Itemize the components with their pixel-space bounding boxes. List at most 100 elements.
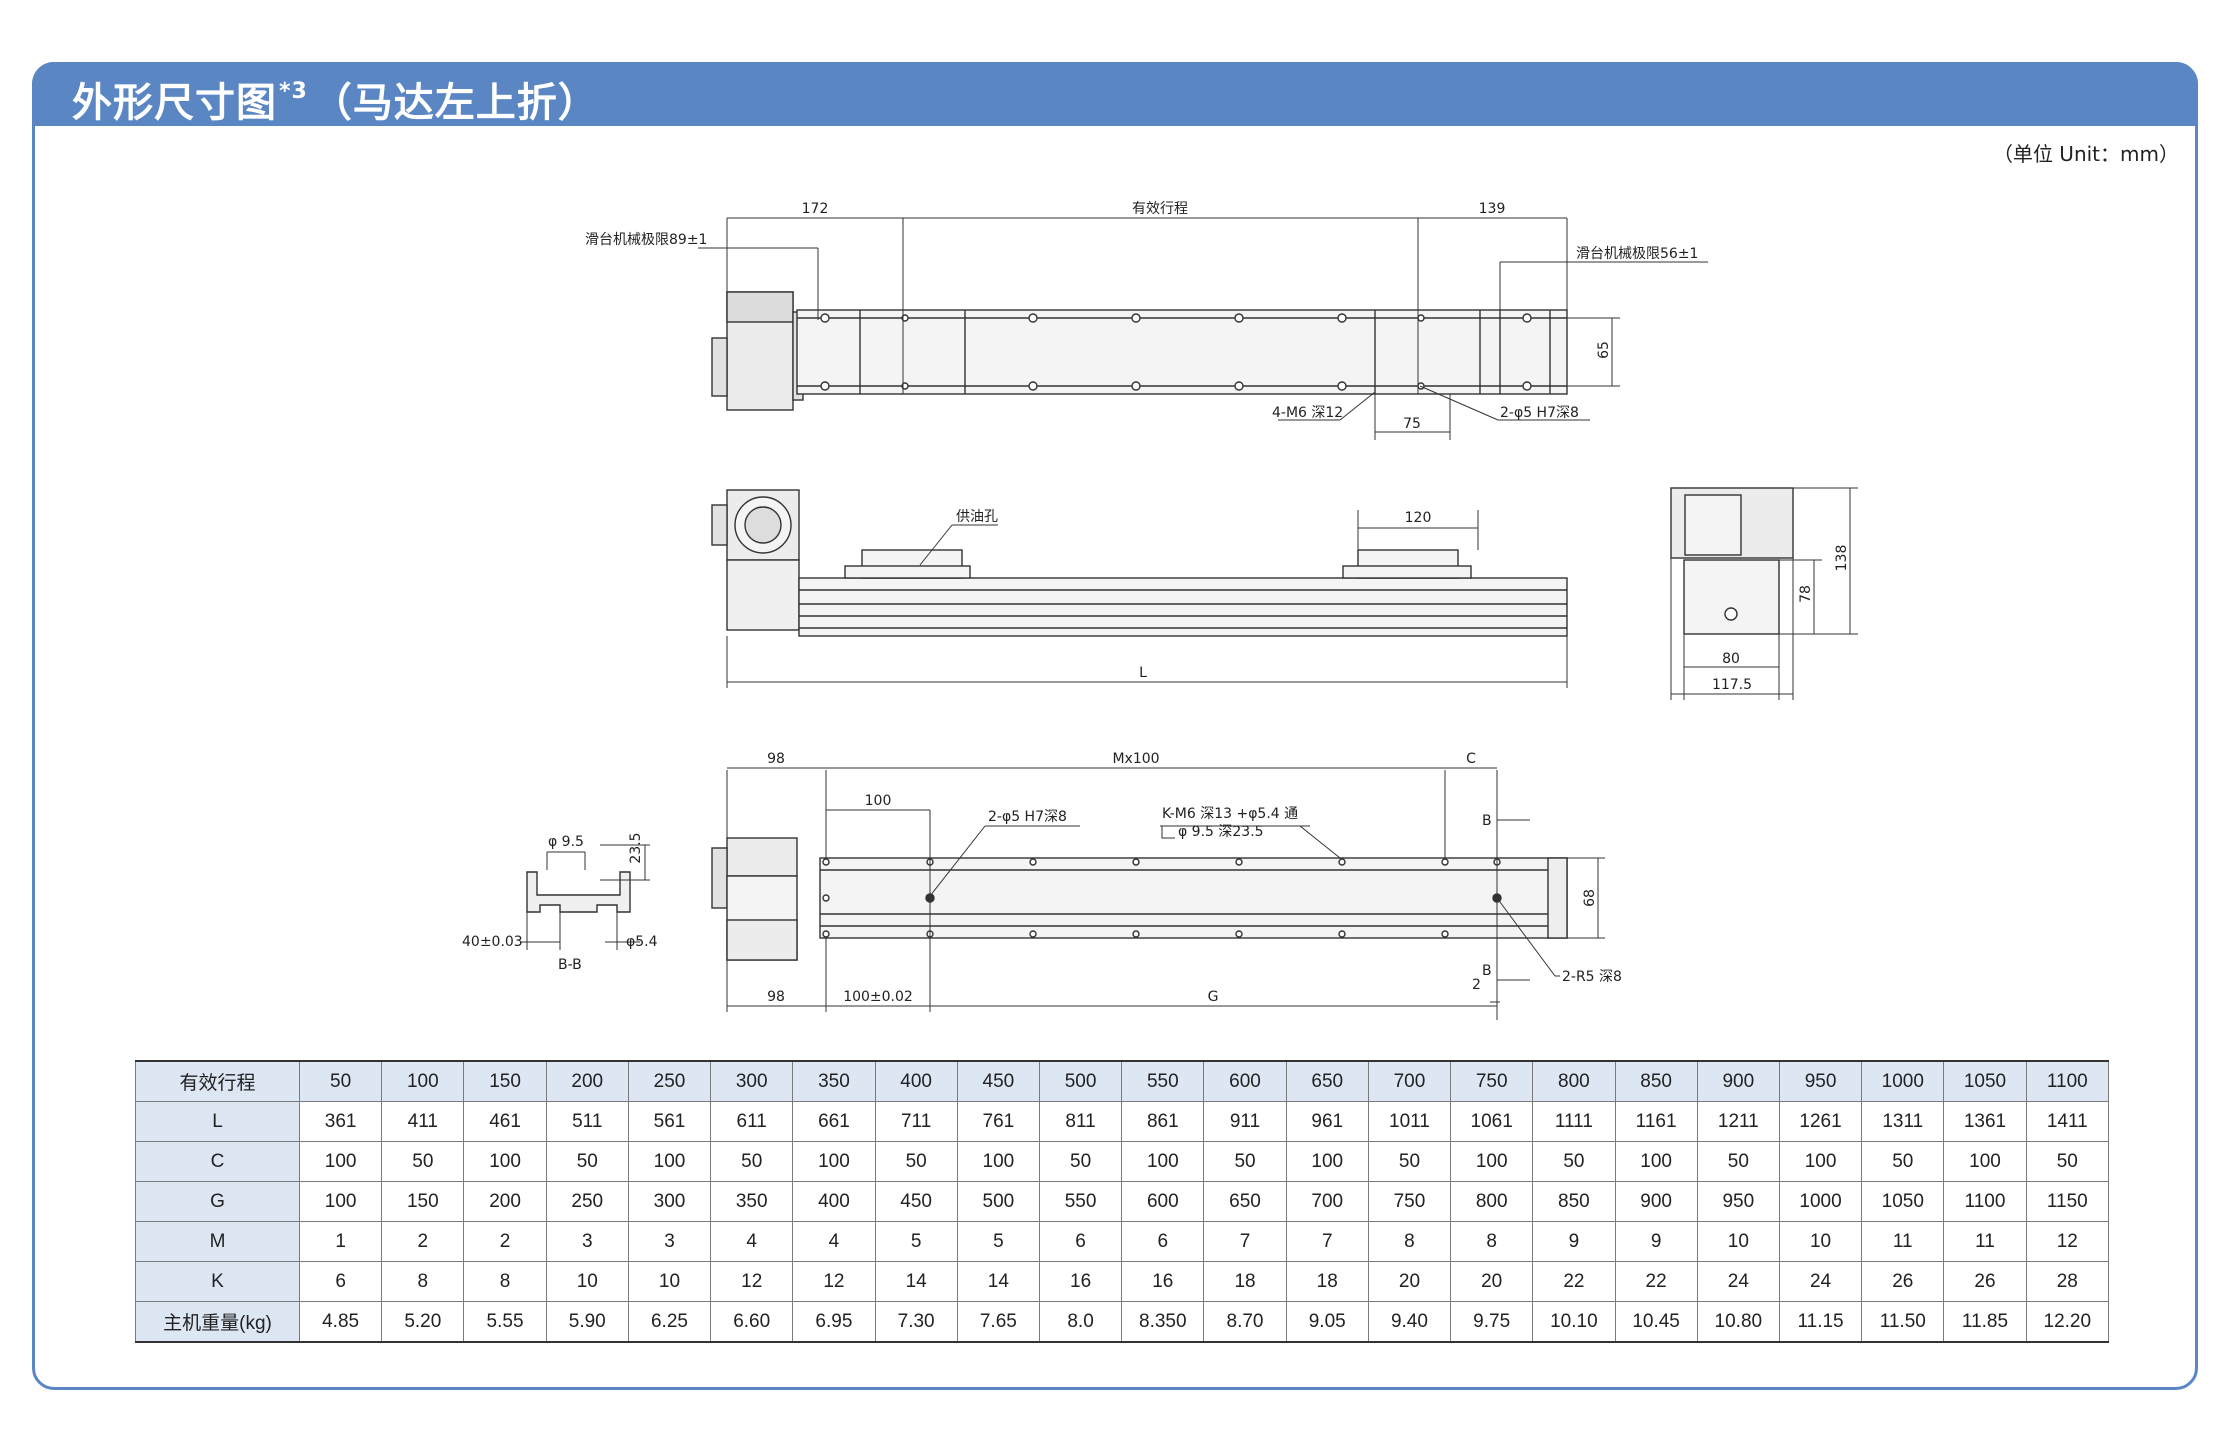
table-cell: 461 bbox=[463, 1101, 547, 1142]
pin-hole-label: 2-φ5 H7深8 bbox=[988, 809, 1067, 825]
table-cell: 50 bbox=[545, 1141, 629, 1182]
section-frame bbox=[32, 62, 2198, 1390]
table-cell: 10.80 bbox=[1696, 1301, 1780, 1343]
table-cell: 761 bbox=[956, 1101, 1040, 1142]
table-cell: 4.85 bbox=[298, 1301, 383, 1343]
table-cell: 5.20 bbox=[381, 1301, 465, 1343]
table-cell: 1311 bbox=[1861, 1101, 1945, 1142]
table-cell: 100 bbox=[1285, 1141, 1369, 1182]
row-header: 有效行程 bbox=[135, 1060, 300, 1102]
dim-23-5: 23.5 bbox=[628, 832, 644, 863]
bottom-motor bbox=[726, 837, 798, 877]
table-cell: 10.10 bbox=[1532, 1301, 1616, 1343]
table-cell: 24 bbox=[1778, 1261, 1863, 1302]
table-cell: 561 bbox=[627, 1101, 712, 1142]
table-cell: 50 bbox=[1861, 1141, 1945, 1182]
section-label: B-B bbox=[558, 957, 582, 973]
table-cell: 16 bbox=[1121, 1261, 1205, 1302]
table-cell: 1111 bbox=[1532, 1101, 1616, 1142]
table-cell: 900 bbox=[1614, 1181, 1698, 1222]
table-cell: 1261 bbox=[1778, 1101, 1863, 1142]
table-cell: 100 bbox=[956, 1141, 1040, 1182]
row-header: G bbox=[135, 1181, 300, 1222]
table-cell: 700 bbox=[1367, 1060, 1452, 1102]
table-cell: 1061 bbox=[1450, 1101, 1534, 1142]
dim-65: 65 bbox=[1596, 341, 1612, 359]
bottom-view: 98 Mx100 C 100 2-φ5 H7深8 K-M6 深13 +φ5.4 … bbox=[711, 751, 1622, 1020]
table-cell: 9.75 bbox=[1450, 1301, 1534, 1343]
dim-75: 75 bbox=[1403, 416, 1421, 432]
table-cell: 6 bbox=[298, 1261, 383, 1302]
section-profile bbox=[526, 871, 631, 913]
dim-9-5: φ 9.5 bbox=[548, 834, 584, 850]
table-cell: 900 bbox=[1696, 1060, 1780, 1102]
table-cell: 1100 bbox=[2025, 1060, 2110, 1102]
table-cell: 28 bbox=[2025, 1261, 2110, 1302]
table-cell: 200 bbox=[545, 1060, 629, 1102]
table-cell: 1 bbox=[298, 1221, 383, 1262]
table-cell: 961 bbox=[1285, 1101, 1369, 1142]
title-main: 外形尺寸图 bbox=[72, 80, 277, 126]
table-cell: 9.05 bbox=[1285, 1301, 1369, 1343]
dim-80: 80 bbox=[1722, 651, 1740, 667]
table-cell: 350 bbox=[710, 1181, 794, 1222]
table-cell: 20 bbox=[1450, 1261, 1534, 1302]
dim-stroke: 有效行程 bbox=[1132, 201, 1188, 217]
title-bar bbox=[32, 62, 2198, 126]
table-cell: 611 bbox=[710, 1101, 794, 1142]
table-cell: 2 bbox=[463, 1221, 547, 1262]
section-b-top: B bbox=[1482, 813, 1492, 829]
table-cell: 11 bbox=[1943, 1221, 2027, 1262]
table-cell: 11 bbox=[1861, 1221, 1945, 1262]
table-cell: 100 bbox=[1450, 1141, 1534, 1182]
table-cell: 8.0 bbox=[1038, 1301, 1123, 1343]
table-cell: 7.65 bbox=[956, 1301, 1040, 1343]
table-cell: 50 bbox=[298, 1060, 383, 1102]
table-cell: 11.50 bbox=[1861, 1301, 1945, 1343]
table-cell: 18 bbox=[1203, 1261, 1287, 1302]
table-cell: 400 bbox=[874, 1060, 958, 1102]
table-cell: 100 bbox=[298, 1141, 383, 1182]
table-cell: 1050 bbox=[1943, 1060, 2027, 1102]
table-cell: 750 bbox=[1367, 1181, 1452, 1222]
table-cell: 100 bbox=[1778, 1141, 1863, 1182]
table-cell: 411 bbox=[381, 1101, 465, 1142]
table-cell: 8.350 bbox=[1121, 1301, 1205, 1343]
table-cell: 1411 bbox=[2025, 1101, 2110, 1142]
counterbore-symbol bbox=[1161, 826, 1175, 839]
dim-172: 172 bbox=[802, 201, 829, 217]
dim-138: 138 bbox=[1834, 545, 1850, 572]
title-suffix: （马达左上折） bbox=[311, 80, 599, 126]
table-cell: 4 bbox=[710, 1221, 794, 1262]
table-cell: 6 bbox=[1038, 1221, 1123, 1262]
table-cell: 10 bbox=[1696, 1221, 1780, 1262]
table-cell: 550 bbox=[1038, 1181, 1123, 1222]
dim-100-tol: 100±0.02 bbox=[843, 989, 913, 1005]
table-cell: 20 bbox=[1367, 1261, 1452, 1302]
table-cell: 6.95 bbox=[792, 1301, 876, 1343]
table-cell: 400 bbox=[792, 1181, 876, 1222]
dim-139: 139 bbox=[1479, 201, 1506, 217]
table-cell: 5 bbox=[874, 1221, 958, 1262]
r5-label: 2-R5 深8 bbox=[1562, 969, 1622, 985]
table-cell: 8.70 bbox=[1203, 1301, 1287, 1343]
table-cell: 7.30 bbox=[874, 1301, 958, 1343]
table-cell: 100 bbox=[1943, 1141, 2027, 1182]
table-cell: 300 bbox=[710, 1060, 794, 1102]
dim-98-top: 98 bbox=[767, 751, 785, 767]
table-cell: 650 bbox=[1285, 1060, 1369, 1102]
side-body bbox=[798, 577, 1568, 637]
table-cell: 12 bbox=[2025, 1221, 2110, 1262]
table-cell: 500 bbox=[956, 1181, 1040, 1222]
top-body bbox=[796, 309, 1568, 395]
table-cell: 1211 bbox=[1696, 1101, 1780, 1142]
table-cell: 1000 bbox=[1778, 1181, 1863, 1222]
table-cell: 8 bbox=[463, 1261, 547, 1302]
table-cell: 861 bbox=[1121, 1101, 1205, 1142]
table-cell: 911 bbox=[1203, 1101, 1287, 1142]
row-header: K bbox=[135, 1261, 300, 1302]
table-cell: 7 bbox=[1285, 1221, 1369, 1262]
